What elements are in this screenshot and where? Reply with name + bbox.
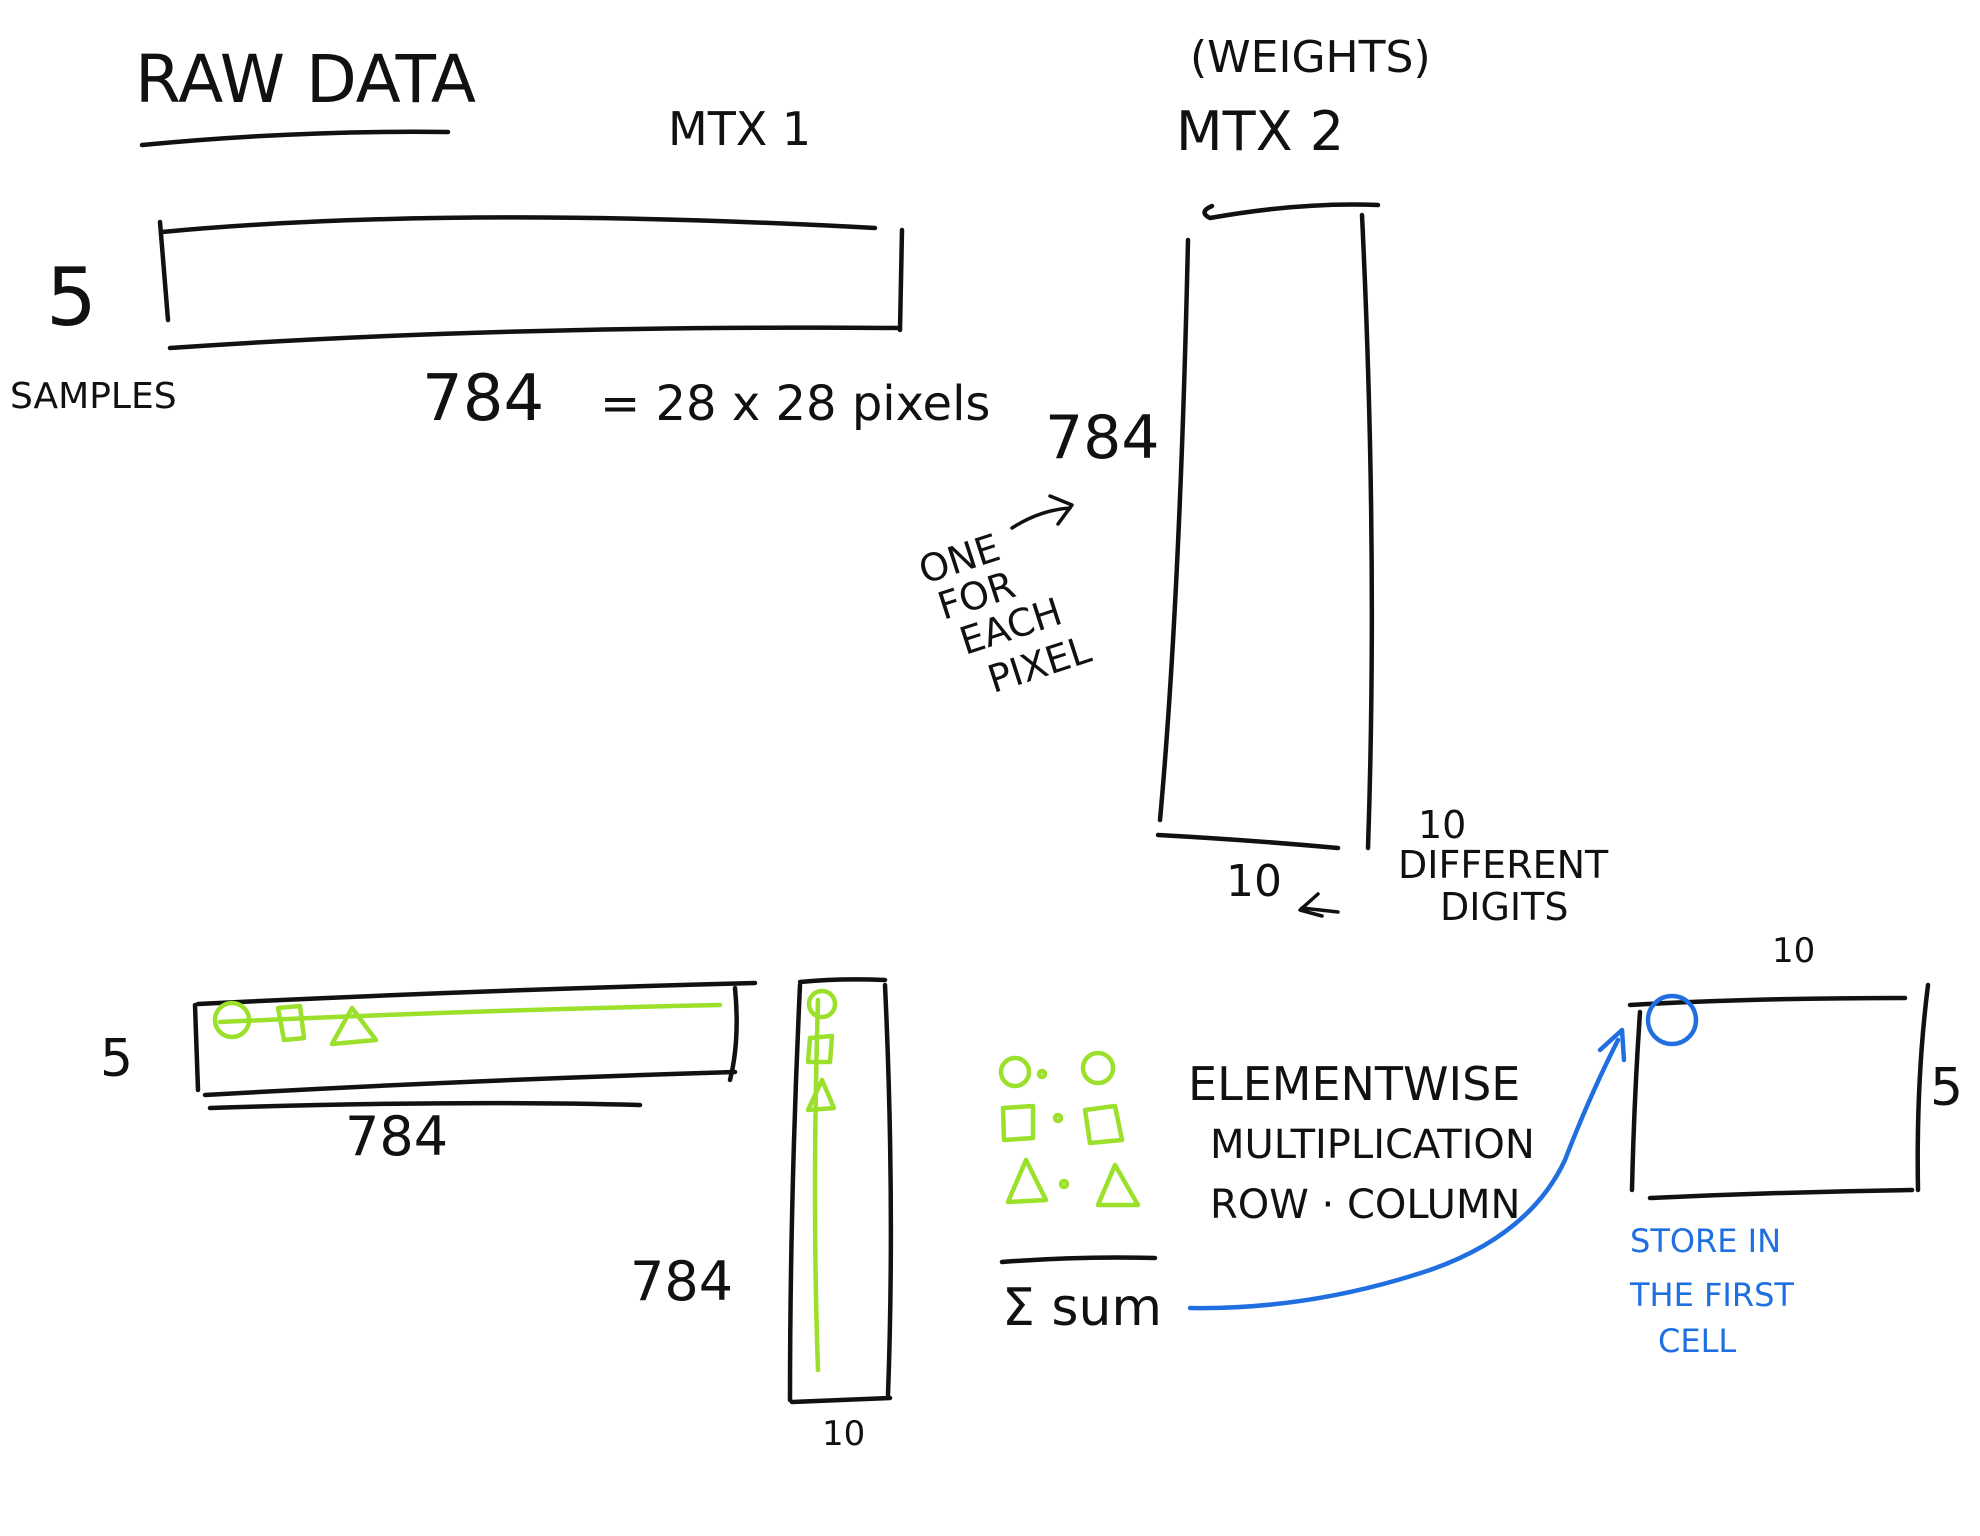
row-triangle-shape	[329, 1005, 379, 1047]
store-note-line-1: STORE IN	[1630, 1222, 1781, 1260]
sum-divider-line	[999, 1255, 1158, 1265]
wide-mtx-left-edge	[192, 1002, 201, 1093]
mtx1-label: MTX 1	[668, 102, 811, 156]
mtx2-left-edge	[1157, 237, 1191, 823]
mtx2-label: MTX 2	[1176, 100, 1344, 163]
mtx2-bottom-edge	[1155, 832, 1341, 851]
column-circle-shape	[806, 988, 838, 1020]
raw-data-heading: RAW DATA	[135, 41, 476, 118]
row-square-shape	[275, 1003, 307, 1043]
digits-note-digits: DIGITS	[1440, 885, 1568, 929]
raw-data-underline	[139, 129, 451, 148]
result-right-edge	[1915, 982, 1931, 1193]
pixel-arrow-shaft	[1010, 506, 1072, 530]
mtx1-cols-value: 784	[422, 362, 544, 436]
row-circle-shape	[212, 1000, 252, 1040]
mtx2-rows-value: 784	[1045, 403, 1160, 473]
mtx1-left-edge	[157, 219, 171, 323]
pair-square-left	[1000, 1103, 1036, 1143]
mtx1-rows-label: SAMPLES	[10, 376, 177, 417]
bottom-left-rows: 5	[100, 1029, 133, 1089]
pair-circle-left	[998, 1055, 1032, 1089]
store-note-line-2: THE FIRST	[1629, 1276, 1794, 1314]
first-cell-marker	[1645, 993, 1699, 1047]
wide-mtx-bottom-edge	[202, 1069, 738, 1098]
digits-note-different: DIFFERENT	[1398, 843, 1609, 887]
pair-triangle-dot	[1058, 1178, 1070, 1190]
result-left-edge	[1629, 1009, 1643, 1193]
sum-label: Σ sum	[1002, 1278, 1162, 1338]
mtx2-right-edge	[1359, 212, 1375, 851]
mtx1-cols-note: = 28 x 28 pixels	[600, 376, 990, 432]
row-highlight-line	[217, 1002, 723, 1025]
result-cols: 10	[1772, 931, 1815, 971]
result-rows: 5	[1930, 1058, 1963, 1118]
mtx1-right-edge	[897, 227, 905, 333]
pair-circle-dot	[1036, 1068, 1048, 1080]
tall-mtx-top-edge	[797, 977, 888, 985]
operation-line-1: ELEMENTWISE	[1188, 1057, 1520, 1111]
pair-triangle-left	[1005, 1157, 1049, 1205]
weights-subtitle: (WEIGHTS)	[1190, 32, 1431, 83]
bottom-left-cols: 784	[345, 1105, 448, 1168]
pair-triangle-right	[1095, 1162, 1141, 1208]
tall-mtx-right-edge	[882, 982, 894, 1398]
digits-note-ten: 10	[1418, 803, 1466, 847]
bottom-tall-rows: 784	[630, 1250, 733, 1313]
result-arrow-head	[1597, 1027, 1627, 1063]
pair-circle-right	[1080, 1050, 1116, 1086]
column-triangle-shape	[805, 1077, 837, 1113]
mtx1-bottom-edge	[167, 325, 901, 351]
tall-mtx-left-edge	[787, 982, 803, 1403]
column-highlight-line	[812, 997, 821, 1373]
operation-line-3: ROW · COLUMN	[1210, 1182, 1520, 1228]
mtx1-top-edge	[159, 215, 878, 235]
mtx2-cols-value: 10	[1226, 856, 1282, 907]
digits-arrow-head	[1298, 892, 1324, 918]
mtx2-top-edge	[1202, 202, 1381, 221]
result-bottom-edge	[1647, 1187, 1915, 1201]
wide-mtx-right-edge	[727, 985, 739, 1083]
store-note-line-3: CELL	[1658, 1322, 1736, 1360]
bottom-tall-cols: 10	[822, 1414, 865, 1454]
wide-mtx-dim-line	[207, 1100, 643, 1111]
digits-arrow-shaft	[1300, 906, 1340, 914]
mtx1-rows-value: 5	[46, 251, 97, 344]
tall-mtx-bottom-edge	[789, 1395, 893, 1405]
result-arrow-shaft	[1187, 1037, 1621, 1311]
pair-square-right	[1082, 1103, 1125, 1146]
one-per-pixel-note: ONE FOR EACH PIXEL	[913, 525, 1096, 701]
operation-line-2: MULTIPLICATION	[1210, 1122, 1535, 1168]
column-square-shape	[805, 1033, 835, 1065]
pixel-arrow-head	[1048, 494, 1074, 526]
pair-square-dot	[1052, 1112, 1064, 1124]
wide-mtx-top-edge	[195, 980, 758, 1007]
result-top-edge	[1627, 995, 1908, 1008]
